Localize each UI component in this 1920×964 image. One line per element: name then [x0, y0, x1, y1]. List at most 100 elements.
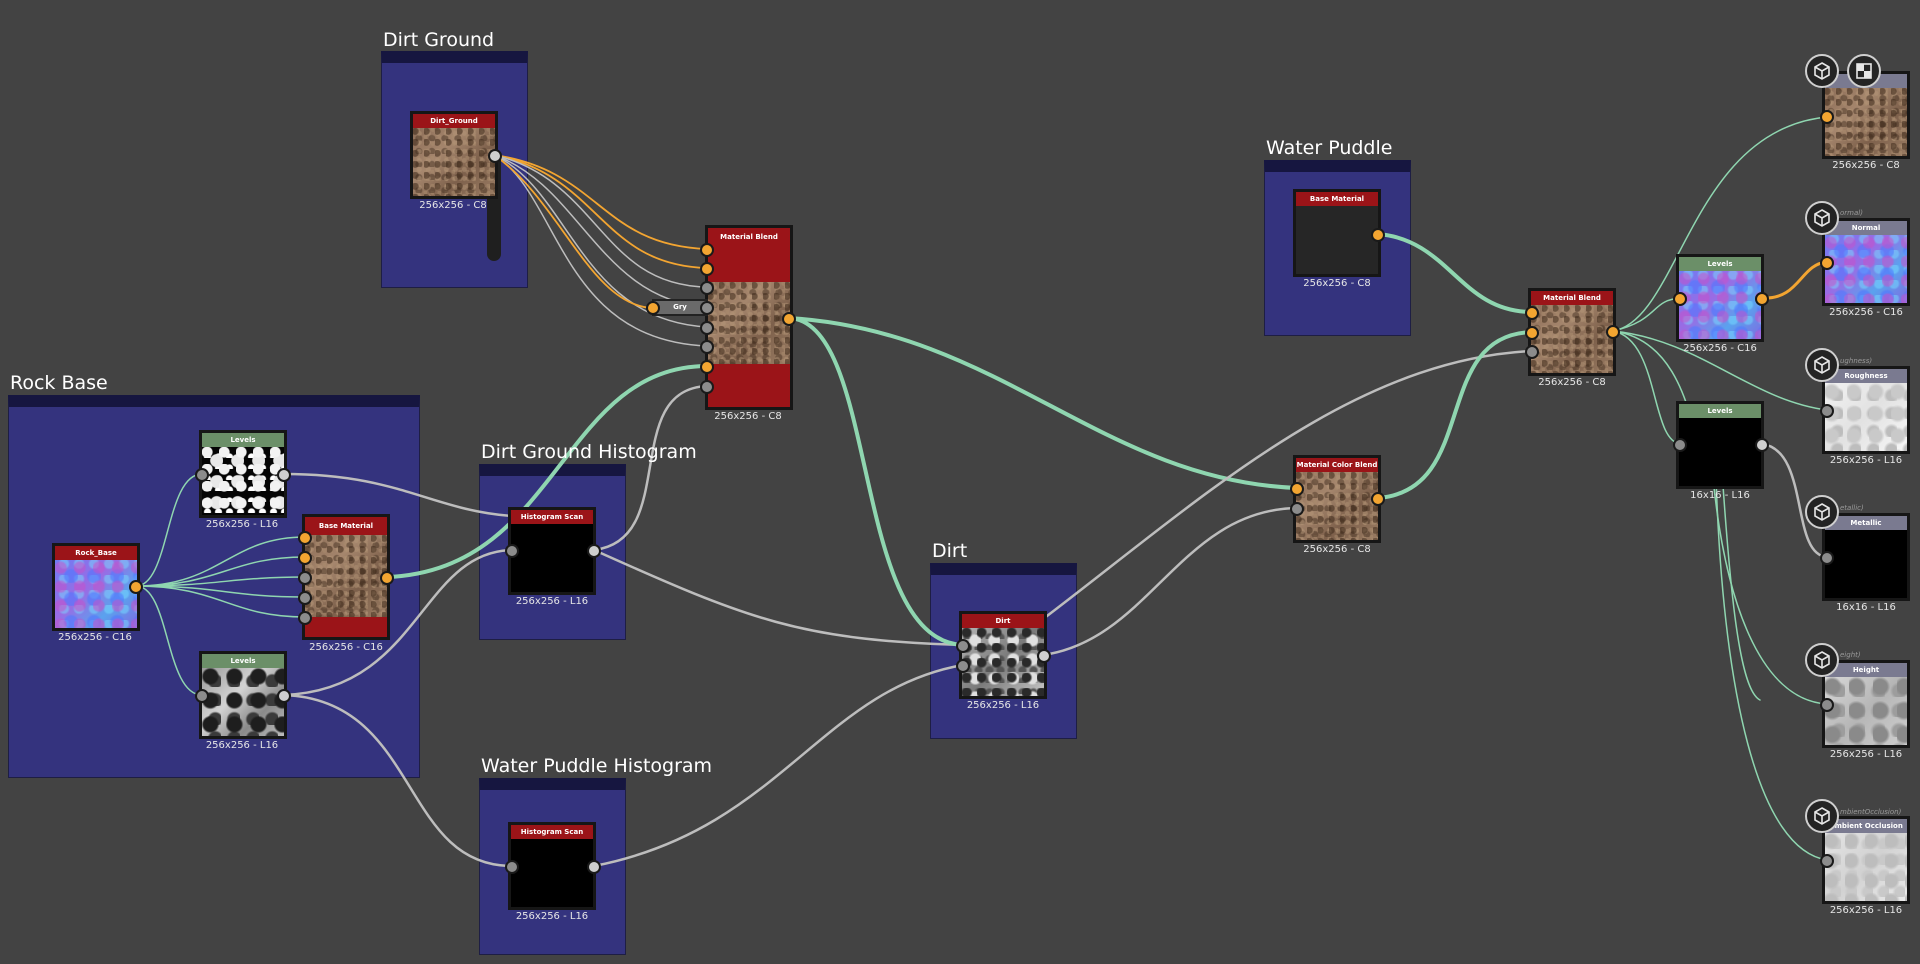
node-material-color-blend[interactable]: Material Color Blend — [1293, 455, 1381, 543]
input-port[interactable] — [1820, 256, 1834, 270]
input-port[interactable] — [700, 360, 714, 374]
node-header: Dirt — [962, 614, 1044, 628]
input-port[interactable] — [298, 571, 312, 585]
output-usage-label: ughness) — [1840, 357, 1873, 365]
node-dirt[interactable]: Dirt — [959, 611, 1047, 699]
node-thumbnail — [1825, 530, 1907, 598]
input-port[interactable] — [298, 611, 312, 625]
input-port[interactable] — [700, 243, 714, 257]
output-port[interactable] — [587, 860, 601, 874]
output-port[interactable] — [380, 571, 394, 585]
node-header: Material Color Blend — [1296, 458, 1378, 472]
cube-icon[interactable] — [1805, 348, 1839, 382]
node-thumbnail — [305, 535, 387, 617]
node-resolution: 256x256 - L16 — [515, 596, 589, 607]
input-port[interactable] — [1673, 292, 1687, 306]
input-port[interactable] — [1290, 502, 1304, 516]
node-levels-4[interactable]: Levels — [1676, 401, 1764, 489]
cube-icon[interactable] — [1805, 799, 1839, 833]
output-port[interactable] — [129, 580, 143, 594]
output-port[interactable] — [488, 149, 502, 163]
output-port[interactable] — [782, 312, 796, 326]
chip-input-port[interactable] — [646, 301, 660, 315]
node-levels-1[interactable]: Levels — [199, 430, 287, 518]
input-port[interactable] — [700, 262, 714, 276]
node-header: Histogram Scan — [511, 510, 593, 524]
output-node-roughness[interactable]: Roughness — [1822, 366, 1910, 454]
input-port[interactable] — [1820, 854, 1834, 868]
node-thumbnail — [1825, 88, 1907, 156]
input-port[interactable] — [700, 340, 714, 354]
node-thumbnail — [511, 839, 593, 907]
input-port[interactable] — [1673, 438, 1687, 452]
input-port[interactable] — [700, 321, 714, 335]
node-material-blend-2[interactable]: Material Blend — [1528, 288, 1616, 376]
cube-icon[interactable] — [1805, 54, 1839, 88]
input-port[interactable] — [1525, 306, 1539, 320]
node-thumbnail — [202, 447, 284, 515]
output-port[interactable] — [1606, 325, 1620, 339]
checker-icon[interactable] — [1847, 54, 1881, 88]
node-header: Height — [1825, 663, 1907, 677]
node-histogram-scan-1[interactable]: Histogram Scan — [508, 507, 596, 595]
node-dirt-ground[interactable]: Dirt_Ground — [410, 111, 498, 199]
output-node-metallic[interactable]: Metallic — [1822, 513, 1910, 601]
input-port[interactable] — [195, 468, 209, 482]
node-resolution: 256x256 - C16 — [309, 642, 383, 653]
output-node-height[interactable]: Height — [1822, 660, 1910, 748]
input-port[interactable] — [505, 544, 519, 558]
input-port[interactable] — [700, 380, 714, 394]
node-material-blend-1[interactable]: Material Blend — [705, 225, 793, 410]
output-port[interactable] — [277, 689, 291, 703]
input-port[interactable] — [1525, 326, 1539, 340]
node-resolution: 256x256 - C8 — [1832, 160, 1900, 171]
node-levels-3[interactable]: Levels — [1676, 254, 1764, 342]
node-resolution: 256x256 - C8 — [1303, 544, 1371, 555]
input-port[interactable] — [1820, 404, 1834, 418]
node-base-material-rock[interactable]: Base Material — [302, 514, 390, 640]
output-port[interactable] — [1371, 228, 1385, 242]
input-port[interactable] — [1820, 551, 1834, 565]
output-port[interactable] — [1755, 438, 1769, 452]
input-port[interactable] — [700, 281, 714, 295]
node-header: Material Blend — [1531, 291, 1613, 305]
wire — [786, 316, 1299, 490]
output-node-ambient-occlusion[interactable]: Ambient Occlusion — [1822, 816, 1910, 904]
input-port[interactable] — [700, 301, 714, 315]
node-resolution: 256x256 - L16 — [1829, 905, 1903, 916]
node-header: Ambient Occlusion — [1825, 819, 1907, 833]
input-port[interactable] — [1290, 482, 1304, 496]
input-port[interactable] — [1820, 110, 1834, 124]
cube-icon[interactable] — [1805, 643, 1839, 677]
input-port[interactable] — [298, 531, 312, 545]
output-node-normal[interactable]: Normal — [1822, 218, 1910, 306]
node-resolution: 256x256 - L16 — [515, 911, 589, 922]
input-port[interactable] — [298, 551, 312, 565]
cube-icon[interactable] — [1805, 495, 1839, 529]
input-port[interactable] — [505, 860, 519, 874]
output-port[interactable] — [1755, 292, 1769, 306]
node-levels-2[interactable]: Levels — [199, 651, 287, 739]
output-port[interactable] — [1371, 492, 1385, 506]
input-port[interactable] — [298, 591, 312, 605]
output-port[interactable] — [587, 544, 601, 558]
output-port[interactable] — [1037, 649, 1051, 663]
input-port[interactable] — [956, 639, 970, 653]
input-port[interactable] — [195, 689, 209, 703]
input-port[interactable] — [1820, 698, 1834, 712]
node-histogram-scan-2[interactable]: Histogram Scan — [508, 822, 596, 910]
cube-icon[interactable] — [1805, 201, 1839, 235]
node-resolution: 256x256 - L16 — [966, 700, 1040, 711]
node-header: Levels — [202, 654, 284, 668]
output-usage-label: eight) — [1840, 651, 1861, 659]
node-thumbnail — [1531, 305, 1613, 373]
node-base-material-water[interactable]: Base Material — [1293, 189, 1381, 277]
node-rock-base[interactable]: Rock_Base — [52, 543, 140, 631]
node-thumbnail — [1825, 833, 1907, 901]
input-port[interactable] — [1525, 345, 1539, 359]
output-port[interactable] — [277, 468, 291, 482]
node-thumbnail — [413, 128, 495, 196]
input-port[interactable] — [956, 659, 970, 673]
node-header: Base Material — [305, 517, 387, 535]
